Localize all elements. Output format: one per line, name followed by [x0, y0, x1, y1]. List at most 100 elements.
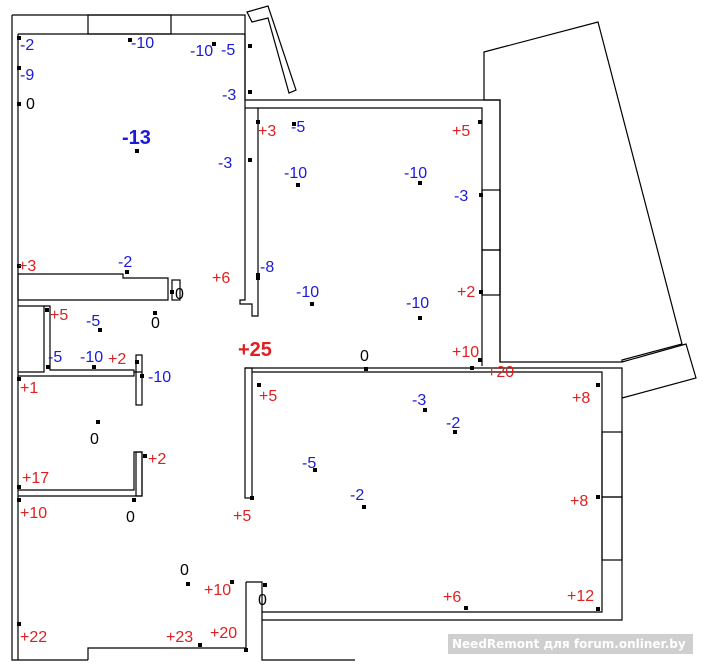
temperature-reading-label: -2: [350, 487, 364, 504]
temperature-reading-label: +10: [204, 582, 231, 599]
probe-point-marker: [17, 485, 21, 489]
probe-point-marker: [248, 90, 252, 94]
window-big-room-b: [601, 496, 623, 561]
probe-point-marker: [17, 264, 21, 268]
window-big-room-a: [601, 431, 623, 498]
temperature-reading-label: -3: [218, 155, 232, 172]
probe-point-marker: [596, 383, 600, 387]
probe-point-marker: [418, 316, 422, 320]
probe-point-marker: [170, 290, 174, 294]
probe-point-marker: [46, 365, 50, 369]
probe-point-marker: [132, 498, 136, 502]
temperature-reading-label: +17: [22, 470, 49, 487]
probe-point-marker: [256, 273, 260, 277]
temperature-reading-label: +1: [20, 380, 38, 397]
temperature-reading-label: +2: [148, 451, 166, 468]
probe-point-marker: [470, 366, 474, 370]
window-right-lower: [481, 249, 501, 296]
wet-room-inner: [44, 305, 135, 372]
temperature-reading-label: +6: [212, 270, 230, 287]
window-top: [87, 14, 172, 35]
probe-point-marker: [418, 181, 422, 185]
temperature-reading-label: 0: [360, 348, 369, 365]
probe-point-marker: [248, 158, 252, 162]
temperature-reading-label: +3: [18, 258, 36, 275]
temperature-reading-label: -5: [302, 455, 316, 472]
temperature-reading-label: +3: [258, 123, 276, 140]
temperature-reading-label: +6: [443, 589, 461, 606]
temperature-reading-label: -5: [221, 42, 235, 59]
temperature-reading-label: 0: [258, 592, 267, 609]
big-room: [245, 367, 623, 621]
probe-point-marker: [464, 606, 468, 610]
probe-point-marker: [364, 367, 368, 371]
probe-point-marker: [17, 498, 21, 502]
temperature-reading-label: +5: [452, 123, 470, 140]
probe-point-marker: [153, 311, 157, 315]
probe-point-marker: [256, 276, 260, 280]
temperature-reading-label: 0: [26, 96, 35, 113]
temperature-reading-label: +8: [572, 390, 590, 407]
temperature-reading-label: -8: [260, 259, 274, 276]
temperature-reading-label: +25: [238, 339, 272, 361]
probe-point-marker: [128, 38, 132, 42]
walls: [11, 5, 697, 661]
probe-point-marker: [45, 308, 49, 312]
probe-point-marker: [198, 643, 202, 647]
temperature-reading-label: -10: [284, 165, 307, 182]
temperature-reading-label: -10: [131, 35, 154, 52]
probe-point-marker: [423, 408, 427, 412]
outer-wall-left: [11, 14, 501, 661]
temperature-reading-label: -10: [404, 165, 427, 182]
temperature-reading-label: +5: [259, 388, 277, 405]
probe-point-marker: [143, 454, 147, 458]
probe-point-marker: [263, 583, 267, 587]
temperature-reading-label: +12: [567, 588, 594, 605]
probe-point-marker: [292, 122, 296, 126]
temperature-reading-label: +5: [50, 307, 68, 324]
probe-point-marker: [17, 102, 21, 106]
temperature-reading-label: -13: [122, 127, 151, 149]
probe-point-marker: [125, 270, 129, 274]
partition-vert-a: [135, 354, 143, 406]
temperature-reading-label: +2: [457, 284, 475, 301]
temperature-reading-label: -2: [446, 415, 460, 432]
temperature-reading-label: -5: [48, 349, 62, 366]
temperature-reading-label: -3: [454, 188, 468, 205]
temperature-reading-label: +5: [233, 508, 251, 525]
probe-point-marker: [256, 120, 260, 124]
probe-point-marker: [257, 383, 261, 387]
partition-corridor: [17, 273, 169, 301]
temperature-reading-label: +20: [487, 364, 514, 381]
probe-point-marker: [230, 580, 234, 584]
probe-point-marker: [17, 36, 21, 40]
wet-room: [18, 305, 45, 373]
bottom-wall-inner: [261, 620, 355, 661]
temperature-reading-label: +20: [210, 625, 237, 642]
temperature-reading-label: -10: [296, 284, 319, 301]
temperature-reading-label: -5: [86, 313, 100, 330]
temperature-reading-label: -2: [118, 254, 132, 271]
probe-point-marker: [250, 496, 254, 500]
watermark-bg: [448, 634, 693, 654]
probe-point-marker: [362, 505, 366, 509]
probe-point-marker: [98, 328, 102, 332]
temperature-reading-label: +22: [20, 629, 47, 646]
probe-point-marker: [140, 374, 144, 378]
temperature-reading-label: -9: [20, 67, 34, 84]
temperature-reading-label: 0: [126, 509, 135, 526]
probe-point-marker: [17, 377, 21, 381]
temperature-reading-label: -10: [80, 349, 103, 366]
probe-point-marker: [596, 495, 600, 499]
wall-stub: [244, 367, 253, 499]
balcony-side: [621, 343, 697, 399]
temperature-reading-label: +8: [570, 493, 588, 510]
temperature-reading-label: +10: [20, 505, 47, 522]
reading-marks: [17, 36, 600, 652]
probe-point-marker: [186, 582, 190, 586]
temperature-reading-label: -10: [190, 43, 213, 60]
probe-point-marker: [478, 358, 482, 362]
partition-bath: [18, 371, 142, 377]
watermark-group: NeedRemont для forum.onliner.by: [448, 634, 693, 654]
